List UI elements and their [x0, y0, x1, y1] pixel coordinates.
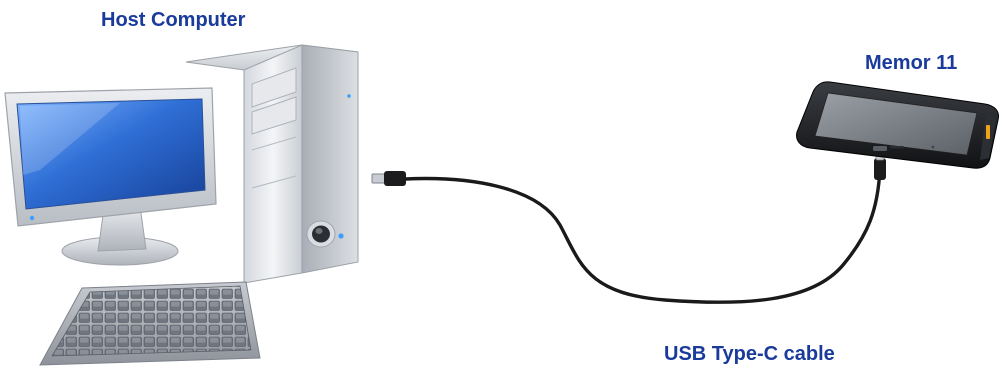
cable-label: USB Type-C cable [664, 344, 835, 364]
device-label: Memor 11 [865, 53, 957, 73]
host-computer-label: Host Computer [101, 10, 245, 30]
usb-cable-icon [372, 150, 886, 302]
mobile-computer-icon [797, 82, 999, 168]
keyboard-icon [40, 282, 260, 365]
monitor-icon [5, 88, 216, 265]
